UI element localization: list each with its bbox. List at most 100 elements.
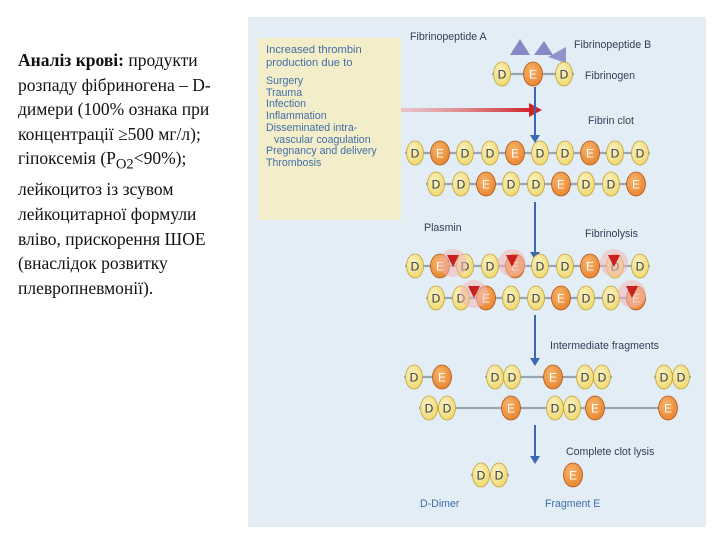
e-domain	[626, 171, 646, 197]
d-domain-letter: D	[532, 178, 541, 192]
d-domain-letter: D	[477, 469, 486, 483]
d-domain-letter: D	[561, 260, 570, 274]
d-domain	[427, 171, 445, 197]
e-domain-letter: E	[436, 147, 444, 161]
d-domain-letter: D	[411, 260, 420, 274]
d-domain-letter: D	[457, 178, 466, 192]
d-domain-letter: D	[508, 371, 517, 385]
d-domain-letter: D	[498, 68, 507, 82]
e-domain	[563, 462, 583, 488]
d-domain-letter: D	[507, 178, 516, 192]
condition-item: Infection	[266, 98, 307, 111]
e-domain-letter: E	[569, 469, 577, 483]
condition-item: Surgery	[266, 75, 304, 87]
description-subscript: O2	[115, 156, 134, 173]
d-domain	[406, 253, 424, 279]
e-domain	[585, 395, 605, 421]
d-domain	[527, 171, 545, 197]
condition-item: vascular coagulation	[274, 133, 371, 146]
e-domain-letter: E	[557, 292, 565, 306]
description-body-1: продукти розпаду фібриногена – D-димери …	[18, 50, 211, 169]
flow-arrow-head	[530, 358, 540, 366]
d-domain-letter: D	[432, 178, 441, 192]
d-domain	[452, 171, 470, 197]
d-domain-letter: D	[536, 260, 545, 274]
e-domain	[580, 253, 600, 279]
d-domain-letter: D	[443, 402, 452, 416]
fibrinolysis-diagram: DEDDEDDEDDEDDDDEDDEDDEDEDDEDDEDDDDEDDEDD…	[248, 17, 706, 527]
fibrinopeptide-b-label: Fibrinopeptide B	[574, 39, 652, 51]
e-domain	[551, 171, 571, 197]
e-domain	[523, 61, 543, 87]
description-title: Аналіз крові:	[18, 50, 124, 70]
flow-arrow-head	[530, 135, 540, 143]
fibrinopeptide-b-shape	[548, 47, 566, 63]
e-domain	[501, 395, 521, 421]
d-domain	[406, 140, 424, 166]
thrombin-arrow-shaft	[401, 108, 529, 112]
conditions-title: Increased thrombin production due to	[266, 44, 362, 69]
diagram-canvas: DEDDEDDEDDEDDDDEDDEDDEDEDDEDDEDDDDEDDEDD…	[401, 39, 691, 488]
e-domain-letter: E	[507, 402, 515, 416]
fibrin-clot-label: Fibrin clot	[588, 115, 634, 127]
e-domain	[658, 395, 678, 421]
flow-arrow-head	[530, 456, 540, 464]
d-domain	[503, 364, 521, 390]
thrombin-conditions-box: Increased thrombin production due to Sur…	[258, 38, 401, 220]
e-domain-letter: E	[511, 147, 519, 161]
intermediate-fragments-label: Intermediate fragments	[550, 340, 659, 352]
e-domain-letter: E	[586, 260, 594, 274]
complete-lysis-label: Complete clot lysis	[566, 446, 655, 458]
d-domain	[556, 253, 574, 279]
d-domain-letter: D	[491, 371, 500, 385]
fibrinolysis-label: Fibrinolysis	[585, 228, 638, 240]
d-domain	[606, 140, 624, 166]
fibrinopeptide-a-shape	[510, 39, 530, 55]
plasmin-cleavage-marker	[447, 255, 459, 267]
d-domain	[502, 171, 520, 197]
d-domain-letter: D	[461, 147, 470, 161]
d-domain	[563, 395, 581, 421]
d-domain	[531, 140, 549, 166]
d-domain-letter: D	[636, 260, 645, 274]
fragment-e-label: Fragment E	[545, 498, 601, 510]
d-domain-letter: D	[607, 292, 616, 306]
d-domain-letter: D	[607, 178, 616, 192]
d-domain-letter: D	[410, 371, 419, 385]
d-domain-letter: D	[598, 371, 607, 385]
d-domain	[481, 140, 499, 166]
e-domain-letter: E	[586, 147, 594, 161]
d-domain	[420, 395, 438, 421]
e-domain-letter: E	[591, 402, 599, 416]
d-domain-letter: D	[581, 371, 590, 385]
e-domain-letter: E	[557, 178, 565, 192]
d-domain-letter: D	[507, 292, 516, 306]
d-domain	[556, 140, 574, 166]
d-domain	[456, 140, 474, 166]
d-domain-letter: D	[551, 402, 560, 416]
plasmin-cleavage-marker	[608, 255, 620, 267]
e-domain-letter: E	[482, 178, 490, 192]
d-dimer-label: D-Dimer	[420, 498, 460, 510]
e-domain-letter: E	[664, 402, 672, 416]
e-domain	[432, 364, 452, 390]
d-domain-letter: D	[486, 147, 495, 161]
d-domain	[631, 253, 649, 279]
d-domain	[502, 285, 520, 311]
d-domain-letter: D	[582, 178, 591, 192]
plasmin-label: Plasmin	[424, 222, 462, 234]
d-domain-letter: D	[611, 147, 620, 161]
e-domain	[430, 140, 450, 166]
e-domain-letter: E	[529, 68, 537, 82]
d-domain	[527, 285, 545, 311]
condition-item: Thrombosis	[266, 156, 322, 169]
description-text: Аналіз крові: продукти розпаду фібриноге…	[18, 48, 233, 300]
d-domain	[672, 364, 690, 390]
fibrinogen-label: Fibrinogen	[585, 70, 636, 82]
e-domain	[551, 285, 571, 311]
e-domain-letter: E	[438, 371, 446, 385]
condition-item: Disseminated intra-	[266, 121, 358, 134]
d-domain-letter: D	[411, 147, 420, 161]
d-domain-letter: D	[532, 292, 541, 306]
